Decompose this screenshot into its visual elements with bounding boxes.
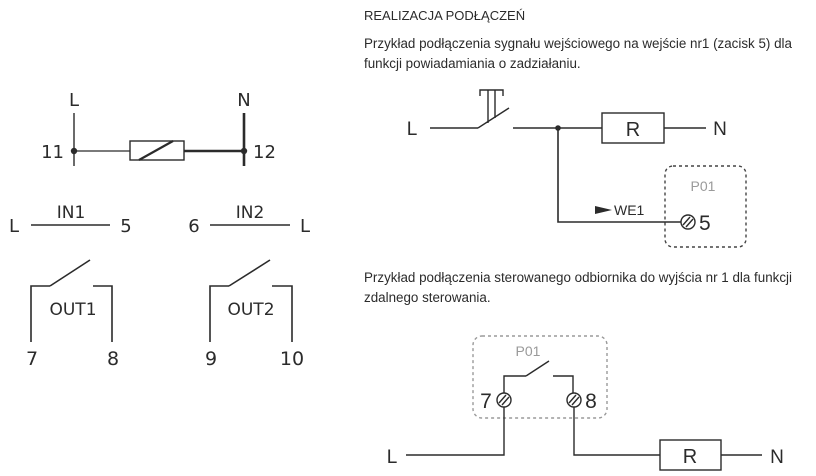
screw-terminal-7-icon — [496, 392, 512, 408]
supply-circuit — [70, 113, 248, 166]
ex2-wire-L — [406, 407, 505, 456]
coil-diagonal — [138, 140, 174, 161]
ex2-switch-arm — [525, 360, 550, 377]
example2-circuit — [406, 335, 762, 471]
in2-label: IN2 — [236, 203, 265, 223]
ex2-terminal-8: 8 — [585, 390, 597, 413]
out2-right-leg — [272, 285, 293, 342]
supply-label-L: L — [69, 90, 79, 111]
out1-switch-arm — [49, 259, 91, 287]
ex1-terminal-5: 5 — [699, 212, 711, 235]
ex2-label-L: L — [387, 447, 398, 468]
example1-circuit — [430, 89, 747, 248]
in1-label: IN1 — [57, 203, 86, 223]
out1-terminal-7: 7 — [26, 348, 38, 370]
out2-contact — [209, 259, 293, 342]
terminal-11-label: 11 — [41, 142, 64, 163]
ex1-device-label: P01 — [691, 178, 716, 194]
screw-terminal-8-icon — [566, 392, 582, 408]
junction-dot-11 — [70, 147, 78, 155]
out1-label: OUT1 — [49, 300, 96, 320]
pushbutton-icon — [479, 89, 504, 123]
out2-terminal-9: 9 — [205, 348, 217, 370]
we1-label: WE1 — [614, 202, 645, 218]
ex1-wire-to-input — [557, 128, 681, 223]
ex1-load-label: R — [626, 119, 640, 141]
ex2-contact-left — [503, 375, 526, 393]
we1-arrow-icon — [595, 206, 612, 214]
in2-right-label: L — [300, 216, 310, 237]
out2-terminal-10: 10 — [280, 348, 304, 370]
example2-description: Przykład podłączenia sterowanego odbiorn… — [364, 270, 792, 305]
out2-label: OUT2 — [227, 300, 274, 320]
out1-left-leg — [30, 285, 50, 342]
ex2-label-N: N — [770, 447, 784, 468]
ex2-device-label: P01 — [516, 343, 541, 359]
screw-terminal-icon — [680, 214, 696, 230]
ex2-terminal-7: 7 — [480, 390, 492, 413]
ex1-device-box — [664, 165, 747, 248]
out2-left-leg — [209, 285, 229, 342]
ex2-contact-right — [553, 375, 574, 393]
in1-right-label: 5 — [120, 216, 131, 237]
in1-left-label: L — [9, 216, 19, 237]
supply-label-N: N — [237, 90, 250, 111]
ex2-wire-to-load — [573, 407, 660, 456]
out1-right-leg — [93, 285, 113, 342]
in2-left-label: 6 — [188, 216, 199, 237]
ex2-device-box — [472, 335, 608, 419]
junction-dot-12 — [240, 147, 248, 155]
terminal-12-label: 12 — [253, 142, 276, 163]
ex1-label-L: L — [407, 119, 418, 140]
out2-switch-arm — [228, 259, 271, 287]
ex2-load-label: R — [683, 446, 697, 468]
section-heading: REALIZACJA PODŁĄCZEŃ — [364, 8, 526, 23]
ex1-label-N: N — [713, 119, 727, 140]
example1-description: Przykład podłączenia sygnału wejściowego… — [364, 36, 792, 71]
out1-contact — [30, 259, 113, 342]
pushbutton-arm — [477, 107, 510, 129]
out1-terminal-8: 8 — [107, 348, 119, 370]
